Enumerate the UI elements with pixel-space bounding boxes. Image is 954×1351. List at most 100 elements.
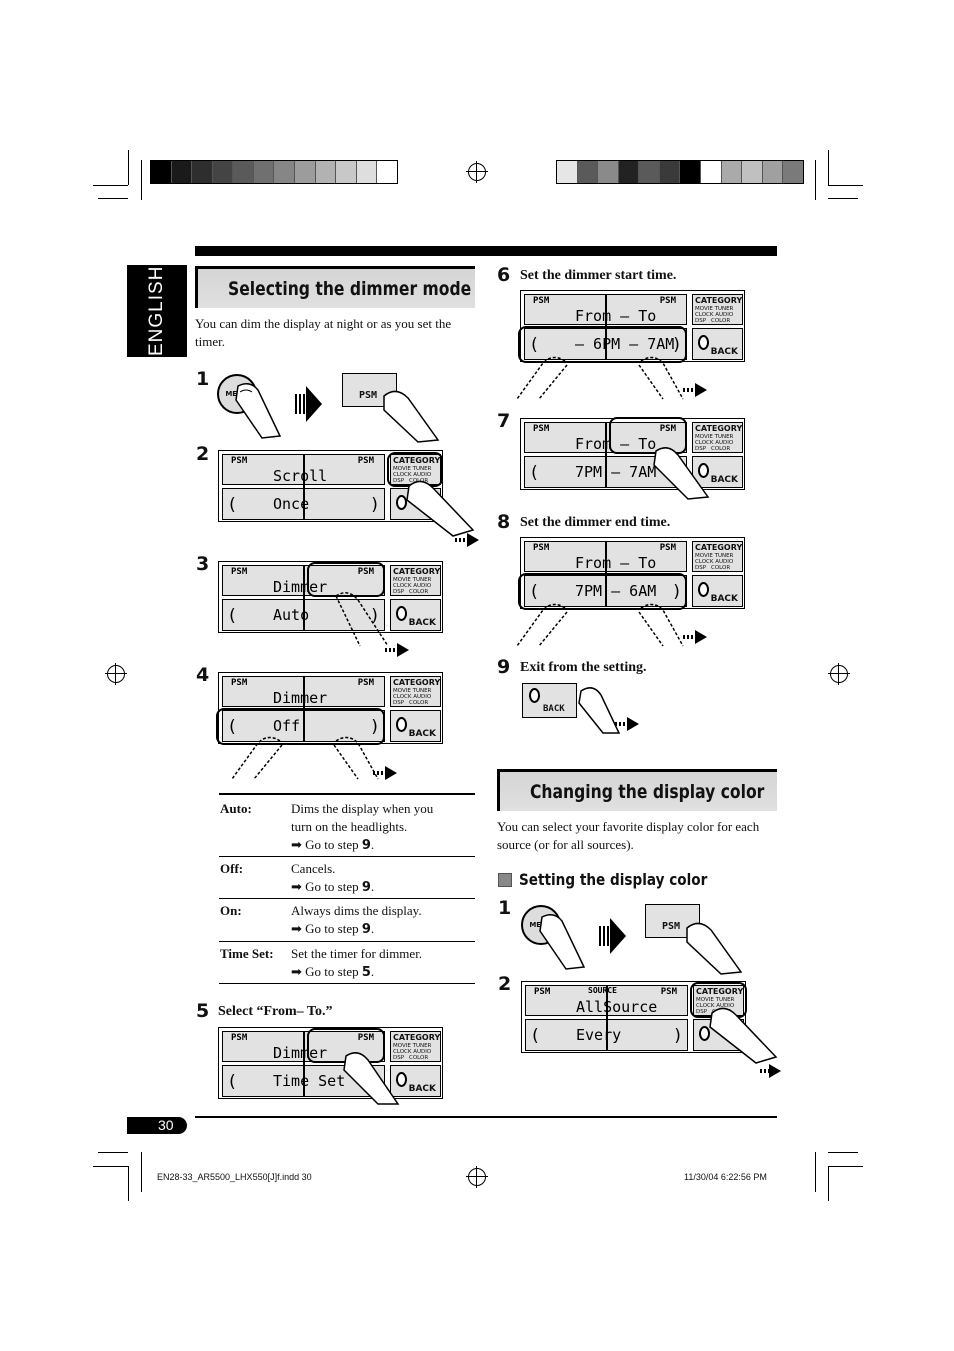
finger-press-icon: [709, 1007, 778, 1064]
finger-press-icon: [335, 592, 389, 647]
goto-text: ➡ Go to step: [291, 879, 362, 894]
psm-label: PSM: [231, 1033, 248, 1043]
category-sub-label: MOVIE TUNER: [393, 688, 432, 694]
color-swatch: [274, 161, 296, 183]
display-top-text: Dimmer: [273, 689, 328, 707]
goto-step[interactable]: ➡ Go to step 9.: [291, 878, 374, 897]
category-sub-label: DSP: [393, 700, 405, 706]
psm-label: PSM: [357, 1033, 374, 1043]
scroll-right-icon: ): [671, 335, 682, 355]
psm-label: PSM: [534, 987, 551, 997]
category-sub-label: DSP: [695, 565, 707, 571]
scroll-left-icon: (: [529, 582, 540, 602]
registration-mark-icon: [828, 663, 850, 685]
back-button[interactable]: BACK: [390, 599, 441, 631]
color-swatch: [233, 161, 254, 183]
option-desc: Cancels.: [291, 861, 336, 876]
step-label: Set the dimmer end time.: [520, 515, 671, 530]
language-tab: ENGLISH: [127, 265, 187, 357]
category-sub-label: DSP: [696, 1009, 708, 1015]
category-sub-label: MOVIE TUNER: [393, 466, 432, 472]
color-swatch: [253, 161, 275, 183]
scroll-right-icon: ): [671, 582, 682, 602]
category-sub-label: COLOR: [711, 565, 731, 571]
display-top-text: From – To: [575, 435, 657, 453]
step-number: 2: [196, 443, 210, 465]
back-button[interactable]: BACK: [390, 710, 441, 742]
psm-label: PSM: [660, 987, 677, 997]
registration-mark-icon: [105, 663, 127, 685]
category-sub-label: COLOR: [711, 446, 731, 452]
knob-icon: [698, 463, 709, 478]
subheading: Setting the display color: [519, 870, 741, 889]
finger-press-icon: [686, 922, 743, 975]
next-arrow-icon: [627, 717, 639, 731]
section-intro: You can select your favorite display col…: [497, 819, 760, 852]
scroll-right-icon: ): [369, 495, 380, 515]
option-desc: Always dims the display.: [291, 903, 422, 918]
crop-mark: [815, 160, 816, 200]
back-button[interactable]: BACK: [692, 456, 743, 488]
goto-period: .: [370, 837, 375, 852]
color-swatch: [762, 161, 784, 183]
footer-date: 11/30/04 6:22:56 PM: [684, 1172, 767, 1182]
step-number: 2: [498, 973, 512, 995]
source-label: SOURCE: [588, 986, 617, 995]
goto-step[interactable]: ➡ Go to step 9.: [291, 920, 374, 939]
category-sub-label: CLOCK AUDIO: [695, 312, 734, 318]
color-swatch: [659, 161, 681, 183]
scroll-left-icon: (: [227, 717, 238, 737]
knob-icon: [396, 495, 407, 510]
next-arrow-icon: [695, 630, 707, 644]
step-label: Exit from the setting.: [520, 660, 647, 675]
finger-press-icon: [235, 383, 282, 439]
category-sub-label: MOVIE TUNER: [695, 553, 734, 559]
psm-label: PSM: [357, 678, 374, 688]
section-title: Selecting the dimmer mode: [195, 266, 475, 308]
panel-divider: [303, 565, 305, 631]
crop-mark: [828, 1152, 858, 1153]
finger-press-icon: [653, 447, 710, 500]
knob-icon: [698, 582, 709, 597]
back-button[interactable]: BACK: [692, 328, 743, 360]
back-label: BACK: [408, 729, 436, 739]
option-key: On:: [220, 903, 242, 918]
psm-label: PSM: [533, 296, 550, 306]
finger-press-icon: [638, 603, 684, 647]
back-button[interactable]: BACK: [522, 683, 577, 718]
goto-period: .: [370, 921, 375, 936]
table-rule: [219, 793, 475, 795]
crop-mark: [93, 1166, 128, 1167]
back-button[interactable]: BACK: [390, 1065, 441, 1097]
option-desc: Set the timer for dimmer.: [291, 946, 423, 961]
crop-mark: [828, 185, 863, 186]
back-button[interactable]: BACK: [692, 575, 743, 607]
goto-step[interactable]: ➡ Go to step 5.: [291, 963, 374, 982]
highlight-outline: [518, 573, 687, 610]
color-calibration-bar: [150, 160, 398, 184]
page-number-tab: 30: [127, 1117, 187, 1134]
goto-text: ➡ Go to step: [291, 921, 362, 936]
knob-icon: [529, 688, 540, 703]
goto-step-number: 9: [361, 880, 371, 895]
color-swatch: [295, 161, 316, 183]
goto-step[interactable]: ➡ Go to step 9.: [291, 836, 374, 855]
scroll-left-icon: (: [227, 1072, 238, 1092]
crop-mark: [98, 1152, 128, 1153]
finger-press-icon: [578, 687, 620, 734]
back-label: BACK: [710, 475, 738, 485]
next-arrow-icon: [385, 648, 397, 652]
panel-divider: [606, 985, 608, 1051]
step-number: 1: [196, 368, 210, 390]
category-sub-label: CLOCK AUDIO: [393, 1049, 432, 1055]
back-label: BACK: [710, 594, 738, 604]
knob-icon: [396, 717, 407, 732]
color-swatch: [315, 161, 337, 183]
